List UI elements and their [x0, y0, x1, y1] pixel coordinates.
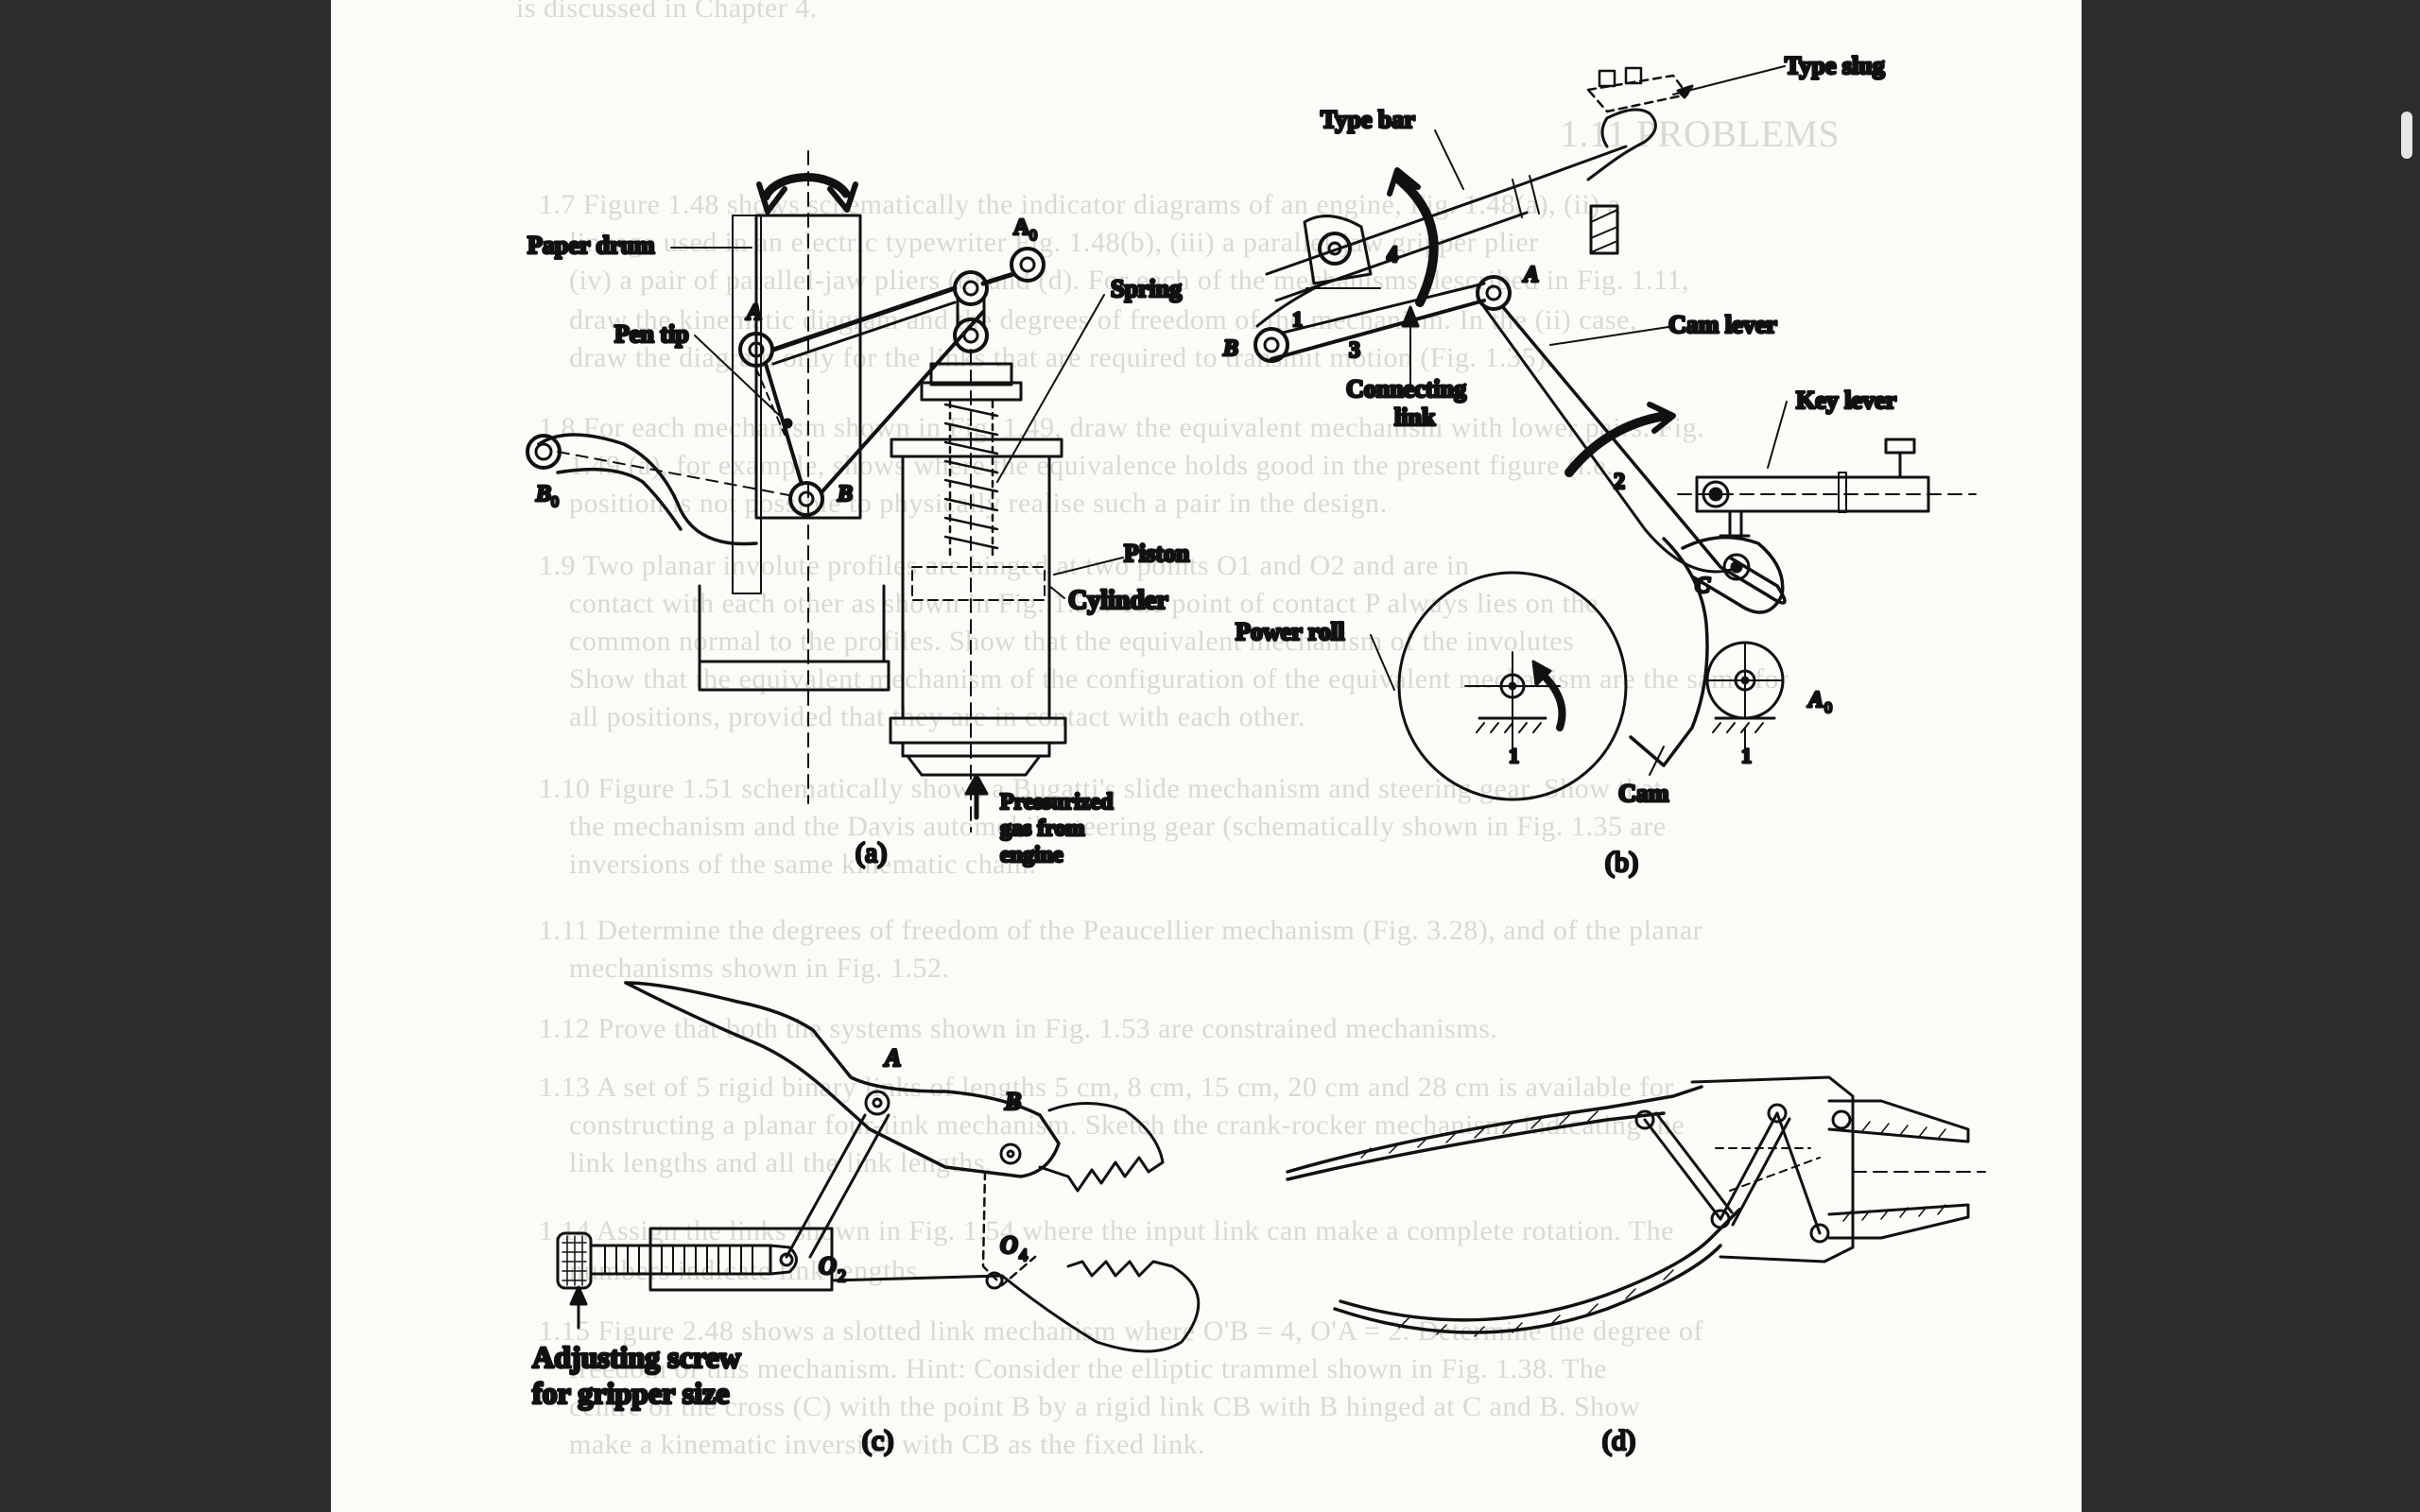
label-connecting-1: Connecting: [1346, 375, 1466, 403]
pivot-a-typewriter: [1476, 275, 1512, 311]
figure-a-engine-indicator: A 0 Paper drum Spring A Pen tip B 0 B Pi…: [526, 150, 1191, 870]
label-a-gripper: A: [883, 1044, 901, 1072]
label-link-2: 2: [1614, 470, 1625, 494]
label-pen-tip: Pen tip: [614, 320, 689, 348]
label-gas-3: engine: [1000, 843, 1063, 868]
bleed-line: make a kinematic inversion with CB as th…: [569, 1429, 1206, 1460]
label-b0: B: [535, 482, 551, 507]
figure-canvas: A 0 Paper drum Spring A Pen tip B 0 B Pi…: [526, 51, 1986, 1458]
caption-d: (d): [1602, 1425, 1635, 1456]
label-spring: Spring: [1111, 275, 1182, 302]
bleed-line: 1.10 Figure 1.51 schematically shows a B…: [539, 773, 1663, 804]
label-cam: Cam: [1618, 780, 1669, 807]
label-key-lever: Key lever: [1796, 387, 1896, 414]
pivot-o4: [985, 1271, 1004, 1290]
bleed-line: mechanisms shown in Fig. 1.52.: [569, 953, 950, 984]
bleed-line: 1.9 Two planar involute profiles are hin…: [539, 550, 1470, 581]
label-gas-2: gas from: [1000, 816, 1085, 841]
figure-b-typewriter-linkage: Type slug Type bar 4 1 B 3 A Connecting …: [1221, 51, 1977, 880]
bleed-line: centre of the cross (C) with the point B…: [569, 1391, 1641, 1422]
bleed-line: inversions of the same kinematic chain.: [569, 849, 1037, 880]
pivot-b-gripper: [999, 1143, 1022, 1165]
label-b-typewriter: B: [1222, 336, 1238, 361]
pivot-b: [788, 481, 824, 517]
label-b0-sub: 0: [551, 494, 559, 510]
label-link-3: 3: [1349, 338, 1360, 363]
bleed-line: 1.13 A set of 5 rigid binary links of le…: [539, 1072, 1674, 1103]
bleed-line: 1.49 (a), for example, shows where the e…: [569, 450, 1614, 481]
label-link-1-left: 1: [1509, 744, 1519, 767]
pivot-a0: [1010, 247, 1046, 283]
label-link-4: 4: [1387, 243, 1398, 267]
label-o2: O: [819, 1252, 837, 1280]
bleed-line: the mechanism and the Davis automobile s…: [569, 811, 1667, 842]
label-piston: Piston: [1124, 540, 1190, 567]
label-type-slug: Type slug: [1785, 52, 1885, 79]
document-page: is discussed in Chapter 4. 1.11 PROBLEMS…: [331, 0, 2082, 1512]
bleed-line: link lengths and all the link lengths.: [569, 1147, 994, 1178]
caption-b: (b): [1605, 847, 1638, 878]
label-adjusting-1: Adjusting screw: [532, 1340, 741, 1374]
cam-lever: [1501, 305, 1787, 605]
bleed-line: 1.11 Determine the degrees of freedom of…: [539, 915, 1703, 946]
label-a-typewriter: A: [1522, 263, 1539, 287]
label-b-gripper: B: [1004, 1088, 1021, 1115]
bleed-line: freedom of this mechanism. Hint: Conside…: [569, 1353, 1608, 1384]
label-o4-sub: 4: [1019, 1246, 1028, 1264]
bleed-line: 1.14 Assign the links shown in Fig. 1.54…: [539, 1215, 1674, 1246]
bleed-line: 1.7 Figure 1.48 shows schematically the …: [539, 189, 1621, 220]
label-a0-cam-sub: 0: [1824, 700, 1832, 716]
label-a0-cam: A: [1806, 688, 1824, 713]
caption-a: (a): [856, 837, 887, 868]
label-b: B: [837, 482, 853, 507]
drum-rotation-arrow: [761, 173, 851, 201]
label-gas-1: Pressurized: [1000, 790, 1114, 815]
viewer-right-gutter: [2082, 0, 2420, 1512]
label-type-bar: Type bar: [1321, 106, 1415, 133]
label-link-1-right: 1: [1741, 744, 1752, 767]
viewer-left-gutter: [0, 0, 331, 1512]
label-link-1-top: 1: [1292, 307, 1303, 331]
bleed-line: position is not possible to physically r…: [569, 488, 1388, 519]
figure-c-gripper: A B O 4 O 2 Adjusting screw for gripper …: [531, 981, 1201, 1458]
bleed-line: common normal to the profiles. Show that…: [569, 626, 1575, 657]
label-cam-lever: Cam lever: [1668, 311, 1777, 338]
cylinder-top: [890, 438, 1063, 458]
label-power-roll: Power roll: [1236, 618, 1344, 645]
figure-d-pliers: (d): [1286, 1075, 1986, 1458]
label-a0-sub: 0: [1029, 228, 1037, 244]
label-o2-sub: 2: [838, 1266, 846, 1285]
piston: [911, 566, 1046, 601]
scrollbar-thumb[interactable]: [2401, 112, 2412, 159]
label-o4: O: [1000, 1231, 1018, 1259]
label-a: A: [745, 301, 762, 325]
bleed-line: draw the kinematic diagram and the degre…: [569, 304, 1637, 335]
pivot-b-typewriter: [1253, 327, 1289, 363]
bleed-line: is discussed in Chapter 4.: [516, 0, 818, 24]
cylinder: [901, 455, 1051, 720]
bleed-line: linkage used in an electric typewriter F…: [569, 227, 1539, 258]
pivot-a-gripper: [864, 1090, 890, 1116]
label-connecting-2: link: [1394, 404, 1436, 431]
power-roll: [1397, 571, 1628, 801]
label-adjusting-2: for gripper size: [532, 1376, 730, 1410]
cam: [1629, 537, 1709, 767]
label-paper-drum: Paper drum: [527, 232, 655, 259]
label-cylinder: Cylinder: [1068, 586, 1168, 615]
adjusting-screw: [589, 1244, 772, 1276]
spring: [943, 400, 999, 559]
caption-c: (c): [862, 1425, 893, 1456]
pivot-o2: [779, 1252, 794, 1267]
type-slug: [1586, 74, 1689, 113]
label-a0: A: [1013, 215, 1030, 240]
label-c: C: [1695, 574, 1711, 598]
